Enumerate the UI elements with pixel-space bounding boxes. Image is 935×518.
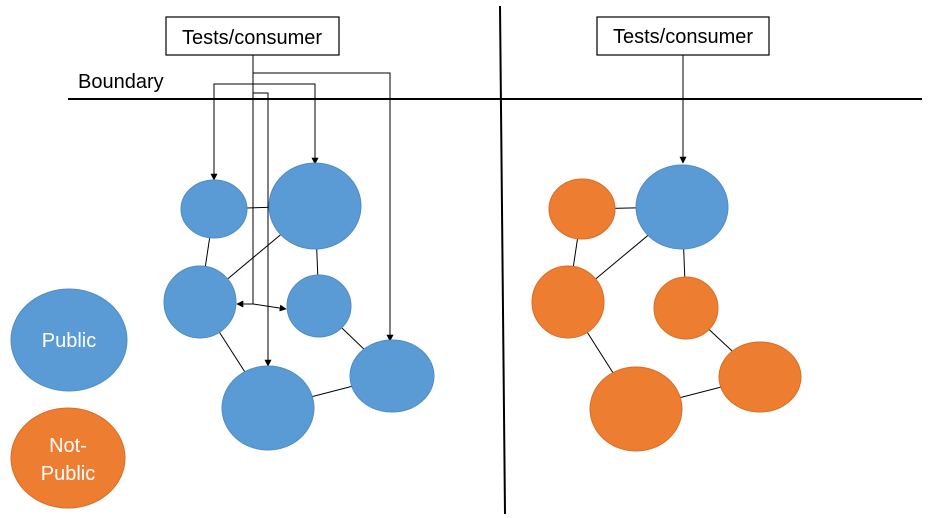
right-node-n5-not-public bbox=[718, 341, 802, 413]
legend-public-circle bbox=[10, 288, 128, 392]
legend-public-label: Public bbox=[42, 330, 96, 352]
left-graph-nodes bbox=[163, 162, 435, 451]
left-node-n3-public bbox=[163, 265, 237, 339]
left-node-n5-public bbox=[349, 339, 435, 413]
left-node-n4-public bbox=[286, 274, 352, 338]
legend-not-public-circle bbox=[10, 407, 126, 509]
right-node-n4-not-public bbox=[653, 276, 719, 340]
left-node-n6-public bbox=[221, 365, 315, 451]
right-node-n2-public bbox=[635, 164, 729, 250]
left-dep-to-n3 bbox=[236, 55, 254, 308]
right-node-n1-not-public bbox=[548, 178, 616, 240]
right-node-n6-not-public bbox=[589, 366, 683, 452]
legend-not-public-label-line2: Public bbox=[41, 463, 95, 485]
left-node-n1-public bbox=[180, 179, 248, 239]
left-dep-to-n2 bbox=[252, 55, 319, 165]
left-consumer-label: Tests/consumer bbox=[182, 27, 322, 49]
boundary-label: Boundary bbox=[78, 71, 164, 93]
right-consumer-label: Tests/consumer bbox=[613, 26, 753, 48]
right-node-n3-not-public bbox=[531, 265, 605, 339]
right-graph-nodes bbox=[531, 164, 802, 452]
legend: Public Not- Public bbox=[10, 288, 128, 509]
left-dep-to-n1 bbox=[210, 55, 254, 181]
left-dep-to-n4 bbox=[252, 303, 287, 312]
left-consumer-box: Tests/consumer bbox=[165, 16, 340, 56]
legend-not-public-label-line1: Not- bbox=[49, 435, 87, 457]
left-node-n2-public bbox=[268, 162, 362, 250]
right-consumer-box: Tests/consumer bbox=[596, 16, 770, 56]
panel-divider bbox=[499, 5, 506, 515]
left-dependency-arrows bbox=[210, 55, 394, 367]
left-dep-to-n6 bbox=[252, 55, 272, 367]
